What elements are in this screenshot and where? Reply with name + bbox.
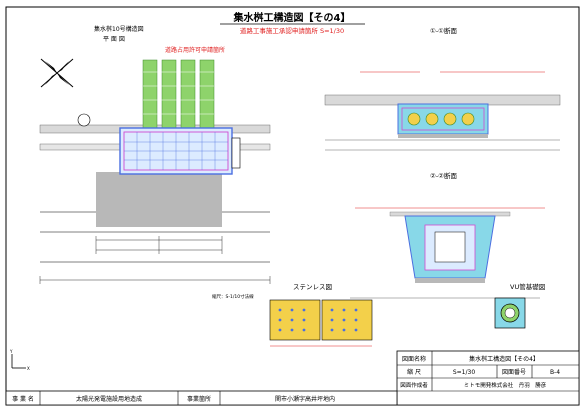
- title-block: 図面名称 集水桝工構造図【その4】 縮 尺 S=1/30 図面番号 B-4 図面…: [5, 350, 580, 406]
- drawing-name-label: 図面名称: [402, 355, 426, 363]
- svg-text:X: X: [27, 366, 30, 371]
- north-arrow-icon: [40, 58, 74, 88]
- project-value: 太陽光発電施設用地造成: [76, 395, 142, 403]
- plan-dimension-lines: [39, 236, 271, 284]
- vu-detail-drawing: [494, 297, 526, 329]
- location-label: 事業箇所: [187, 395, 211, 403]
- plan-title: 集水桝10号構造図: [94, 25, 144, 33]
- section-1-drawing: [324, 71, 561, 151]
- plan-ground-fill: [96, 172, 222, 227]
- author-label: 図面作成者: [400, 381, 428, 389]
- plan-basin-grid: [124, 132, 228, 170]
- drawing-no-value: B-4: [550, 369, 560, 376]
- plan-subtitle: 平 面 図: [103, 36, 125, 43]
- sheet-title: 集水桝工構造図【その4】: [233, 11, 351, 24]
- sheet-border: [5, 6, 580, 406]
- plan-red-label: 道路占用許可申請箇所: [165, 46, 225, 54]
- sheet-subtitle: 道路工事施工承認申請箇所 S=1/30: [240, 26, 344, 35]
- section-2-drawing: [350, 207, 545, 299]
- section-1-title: ①-①断面: [430, 26, 457, 35]
- scale-value: S=1/30: [453, 369, 475, 376]
- plan-green-pipes: [142, 59, 215, 131]
- stainless-drawing: [269, 299, 373, 347]
- vu-detail-title: VU管基礎図: [510, 282, 545, 291]
- drawing-no-label: 図面番号: [502, 369, 526, 376]
- ucs-axis-icon: Y X: [9, 349, 30, 371]
- drawing-name-value: 集水桝工構造図【その4】: [469, 355, 539, 363]
- plan-manhole: [77, 113, 91, 127]
- scale-note: 縮尺：S-1/10寸法線: [212, 293, 254, 300]
- location-value: 関市小瀬字高井坪地内: [275, 395, 335, 403]
- project-label: 事 業 名: [12, 395, 34, 403]
- svg-text:Y: Y: [9, 349, 13, 354]
- stainless-title: ステンレス図: [293, 283, 332, 291]
- section-2-title: ②-②断面: [430, 171, 457, 180]
- scale-label: 縮 尺: [407, 368, 421, 376]
- author-value: ミトモ開発株式会社 丹羽 勝彦: [464, 381, 547, 389]
